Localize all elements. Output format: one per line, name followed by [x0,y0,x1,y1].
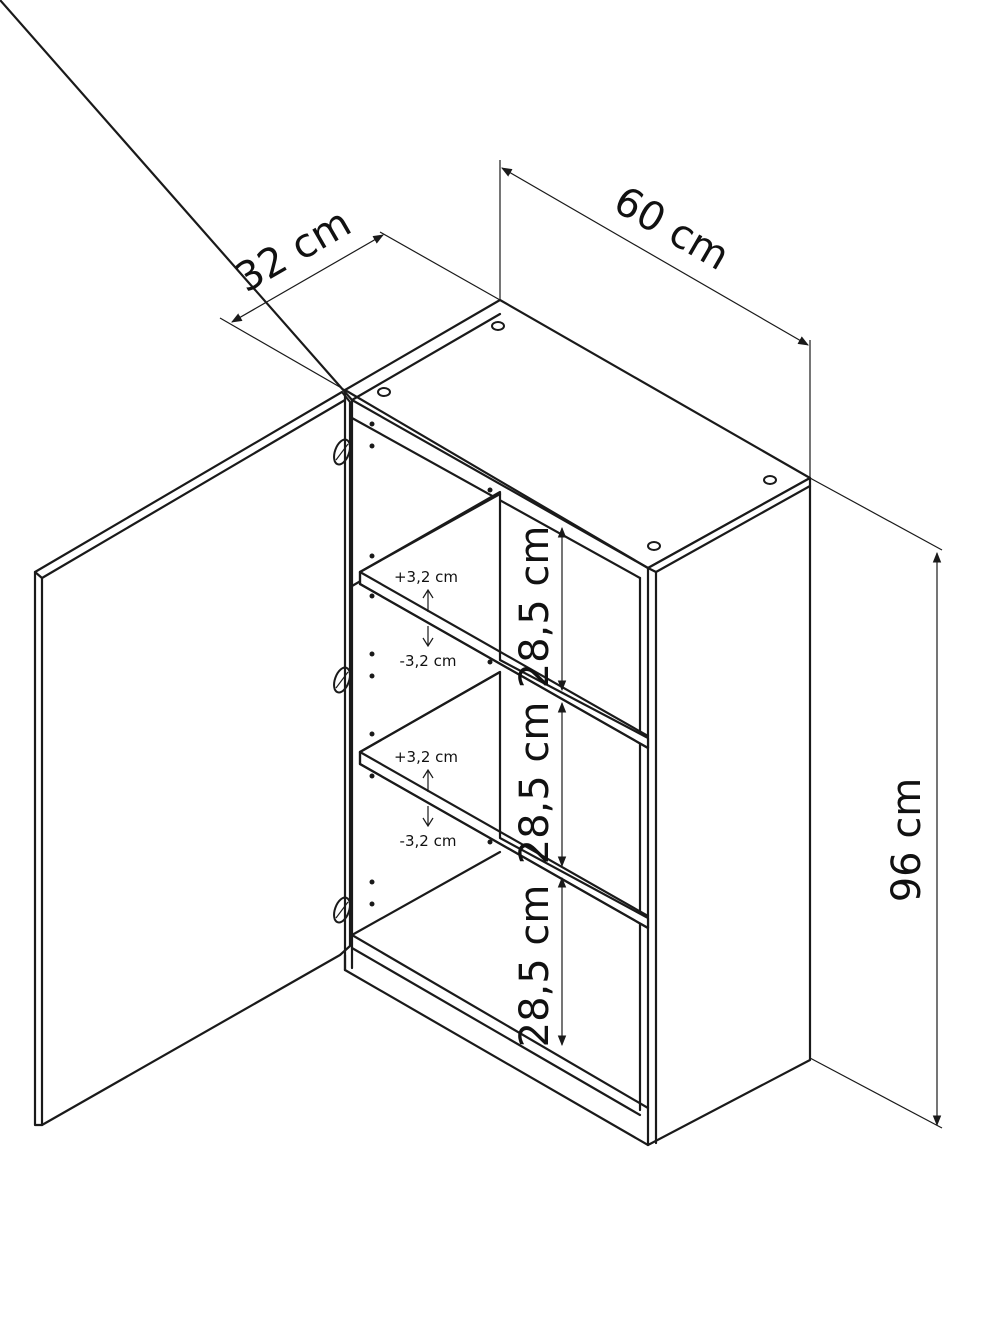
cabinet-top-panel [0,0,812,570]
shelf2-adjust: +3,2 cm -3,2 cm [394,748,458,850]
compartment-1-label: 28,5 cm [512,526,558,689]
cabinet-left-side-panel [343,388,354,972]
cabinet-door [33,390,352,1127]
shelf2-down-label: -3,2 cm [400,832,457,850]
cabinet-bottom-panel [343,850,650,1147]
compartment-dimension-1: 28,5 cm [512,526,567,692]
top-cam-hole-4 [647,541,661,551]
cabinet-right-side-panel [646,476,812,1147]
shelf2-up-label: +3,2 cm [394,748,458,766]
compartment-3-label: 28,5 cm [512,885,558,1048]
shelf-lower [358,670,650,930]
compartment-dimension-3: 28,5 cm [512,876,567,1048]
height-label: 96 cm [884,778,930,903]
compartment-2-label: 28,5 cm [512,702,558,865]
top-cam-hole-1 [377,387,391,397]
compartment-dimension-2: 28,5 cm [512,702,567,868]
shelf-pin-holes [369,421,493,907]
shelf-upper [358,490,650,750]
height-dimension: 96 cm [809,477,943,1129]
shelf1-down-label: -3,2 cm [400,652,457,670]
top-cam-hole-2 [491,321,505,331]
width-label: 60 cm [606,178,737,280]
top-cam-hole-3 [763,475,777,485]
shelf1-up-label: +3,2 cm [394,568,458,586]
shelf1-adjust: +3,2 cm -3,2 cm [394,568,458,670]
